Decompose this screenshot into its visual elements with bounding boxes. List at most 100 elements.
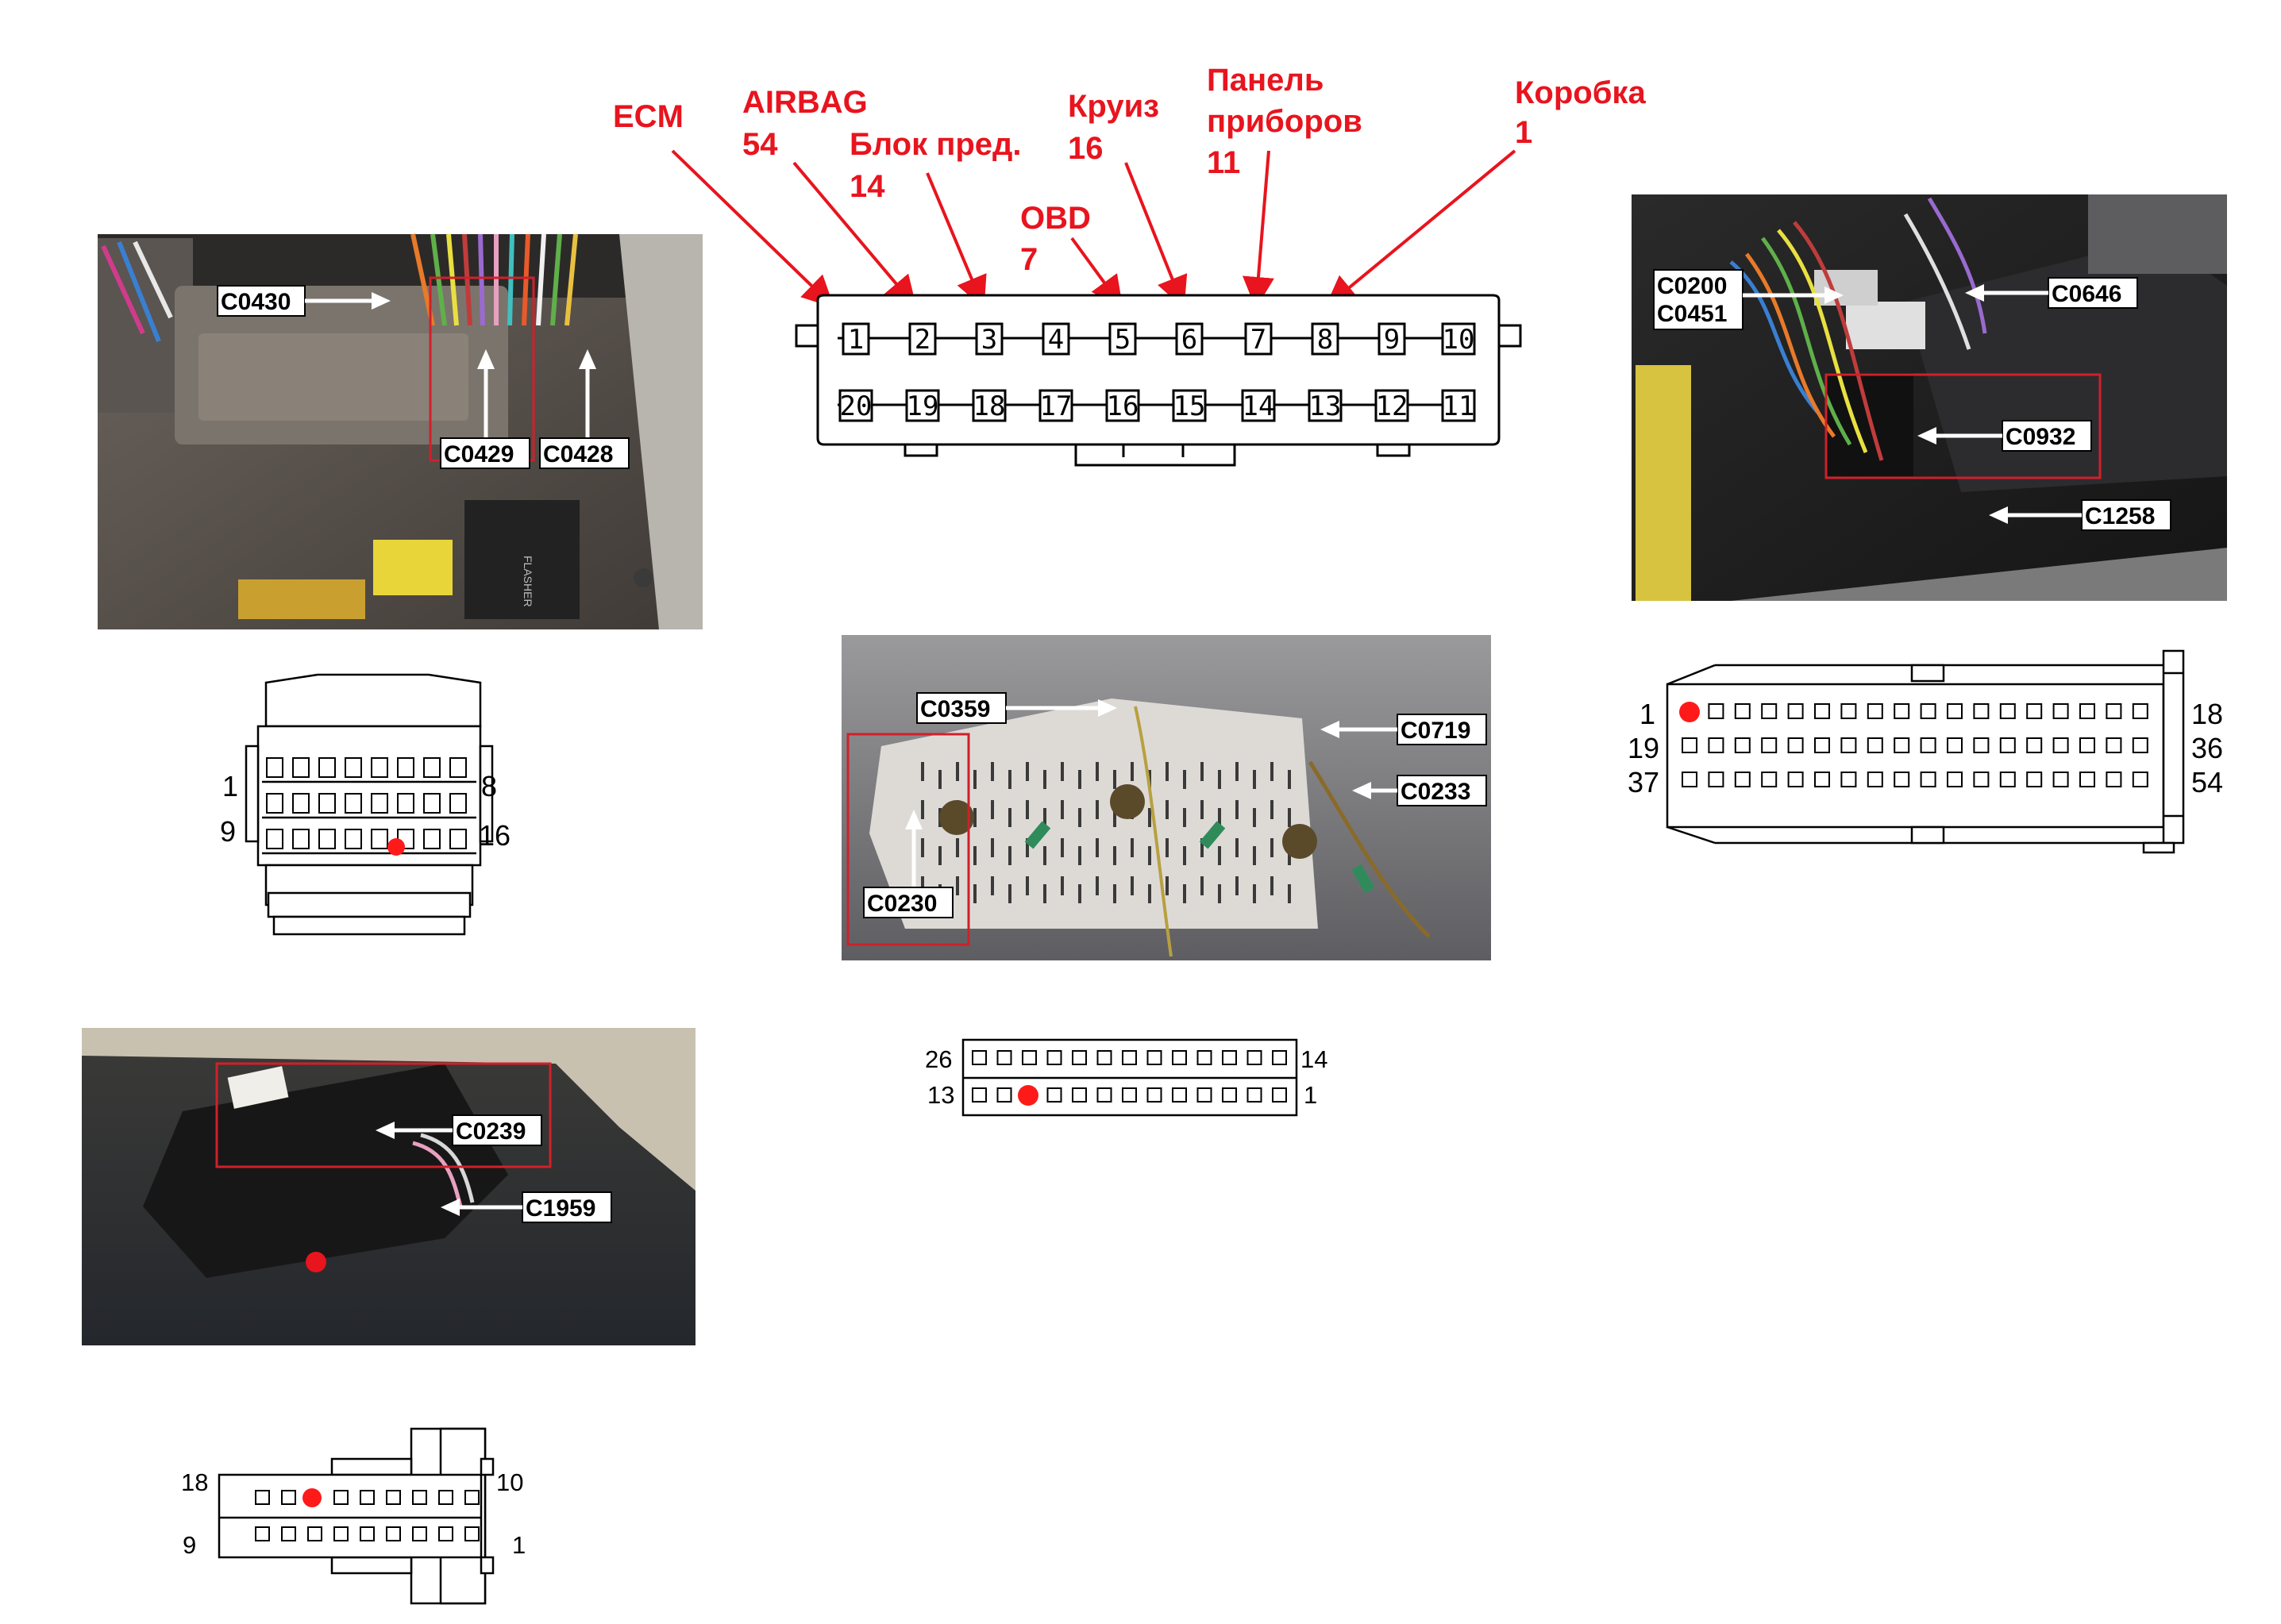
label-c0200: C0200 xyxy=(1657,273,1727,299)
conn54-label-19: 19 xyxy=(1628,732,1659,764)
connector-18pin-cell xyxy=(255,1526,270,1541)
connector-18pin-body xyxy=(218,1473,483,1559)
photo-cluster-highlight xyxy=(846,733,970,946)
connector-18pin xyxy=(218,1427,495,1605)
pin-box-bottom xyxy=(905,389,940,422)
pin-label-top: 10 xyxy=(1443,324,1475,356)
label-c0239: C0239 xyxy=(456,1118,526,1145)
pin-label-top: 1 xyxy=(848,324,864,356)
cluster-slot xyxy=(1096,800,1099,819)
connector-54pin-cell xyxy=(1894,703,1910,719)
photo-fusebox-bracket xyxy=(619,234,703,629)
connector-18pin-cell xyxy=(412,1490,427,1505)
connector-16pin-cell xyxy=(266,829,283,849)
pin-box-top xyxy=(1311,322,1339,356)
cluster-slot xyxy=(1131,762,1134,781)
label-c0646: C0646 xyxy=(2052,281,2121,307)
cluster-slot xyxy=(1026,800,1029,819)
cluster-slot xyxy=(1008,884,1011,903)
photo-engine-highlight xyxy=(1824,373,2102,479)
arrow-c0230 xyxy=(905,810,923,829)
conn54-label-18: 18 xyxy=(2191,698,2223,730)
connector-16pin-cell xyxy=(449,829,467,849)
conn54-label-37: 37 xyxy=(1628,766,1659,799)
conn54-label-1: 1 xyxy=(1639,698,1655,730)
connector-54pin-pins xyxy=(1682,703,2148,787)
connector-26pin-cell xyxy=(1122,1087,1137,1103)
pin-box-bottom xyxy=(1172,389,1207,422)
cluster-slot xyxy=(956,762,959,781)
cluster-slot xyxy=(991,762,994,781)
connector-16pin-cell xyxy=(397,757,414,778)
pin-box-bottom xyxy=(972,389,1007,422)
cluster-slot xyxy=(1061,876,1064,895)
cluster-slot xyxy=(1113,770,1116,789)
photo-seat-trim xyxy=(82,1028,695,1191)
connector-54pin-cell xyxy=(1814,772,1830,787)
connector-16pin-cell xyxy=(292,757,310,778)
cluster-slot xyxy=(1043,846,1046,865)
connector-26pin-cell xyxy=(1022,1050,1037,1065)
connector-16pin-cell xyxy=(345,757,362,778)
connector-54pin-cell xyxy=(2106,772,2122,787)
cluster-slot xyxy=(1253,808,1256,827)
connector-16pin-cell xyxy=(345,829,362,849)
cluster-slot xyxy=(973,846,977,865)
arrow-c0239 xyxy=(376,1122,395,1139)
cluster-slot xyxy=(1148,884,1151,903)
connector-54pin-cell xyxy=(1708,703,1724,719)
arrow-ecm xyxy=(671,149,834,308)
connector-18pin-cell xyxy=(386,1526,401,1541)
connector-26pin-cell xyxy=(1196,1050,1212,1065)
label-obd: OBD xyxy=(1020,201,1091,236)
cluster-slot xyxy=(1183,808,1186,827)
label-airbag-pin: 54 xyxy=(742,127,778,162)
photo-engine-module xyxy=(1905,238,2227,492)
conn18-label-1: 1 xyxy=(512,1531,526,1559)
connector-54pin-cell xyxy=(2106,703,2122,719)
connector-54pin-cell xyxy=(1708,772,1724,787)
connector-26pin-cell xyxy=(996,1050,1012,1065)
conn18-label-18: 18 xyxy=(181,1468,208,1496)
connector-54pin-cell xyxy=(2026,737,2043,753)
cluster-slot xyxy=(921,838,924,857)
connector-16pin-cell xyxy=(371,793,388,814)
arrow-airbag xyxy=(792,161,917,309)
arrow-c0200 xyxy=(1824,287,1844,304)
connector-54pin-cell xyxy=(1787,737,1804,753)
cluster-slot xyxy=(1288,846,1291,865)
connector-54pin-cell xyxy=(1947,737,1963,753)
connector-26pin-cell xyxy=(1146,1087,1162,1103)
cluster-slot xyxy=(1235,762,1239,781)
label-c0719: C0719 xyxy=(1401,718,1470,744)
label-ecm: ECM xyxy=(613,99,684,134)
photo-seat: C0239 C1959 xyxy=(82,1028,695,1345)
connector-54pin-cell xyxy=(1761,703,1778,719)
connector-54pin-cell xyxy=(2052,737,2069,753)
connector-26pin-pins xyxy=(972,1050,1287,1103)
pin-box-bottom xyxy=(1308,389,1343,422)
cluster-slot xyxy=(1235,800,1239,819)
connector-16pin-cell xyxy=(292,793,310,814)
conn54-label-54: 54 xyxy=(2191,766,2223,799)
connector-16pin-cell xyxy=(449,757,467,778)
connector-54pin-cell xyxy=(1999,737,2016,753)
label-kruiz: Круиз xyxy=(1068,89,1159,124)
cluster-slot xyxy=(1113,808,1116,827)
cluster-slot xyxy=(1270,838,1273,857)
connector-18pin-cell xyxy=(412,1526,427,1541)
cluster-slot xyxy=(921,876,924,895)
cluster-slot xyxy=(1026,876,1029,895)
cluster-slot xyxy=(1131,838,1134,857)
connector-54pin-cell xyxy=(1867,703,1883,719)
pin-label-bottom: 19 xyxy=(907,391,939,422)
connector-16pin-cell xyxy=(318,829,336,849)
label-c1258: C1258 xyxy=(2085,503,2155,529)
conn16-label-9: 9 xyxy=(220,815,236,848)
connector-20pin-foot xyxy=(904,443,938,457)
connector-54pin-cell xyxy=(2026,703,2043,719)
cluster-slot xyxy=(991,876,994,895)
conn26-label-13: 13 xyxy=(927,1081,954,1109)
photo-engine-wires xyxy=(1729,197,1987,461)
cluster-slot xyxy=(1166,838,1169,857)
